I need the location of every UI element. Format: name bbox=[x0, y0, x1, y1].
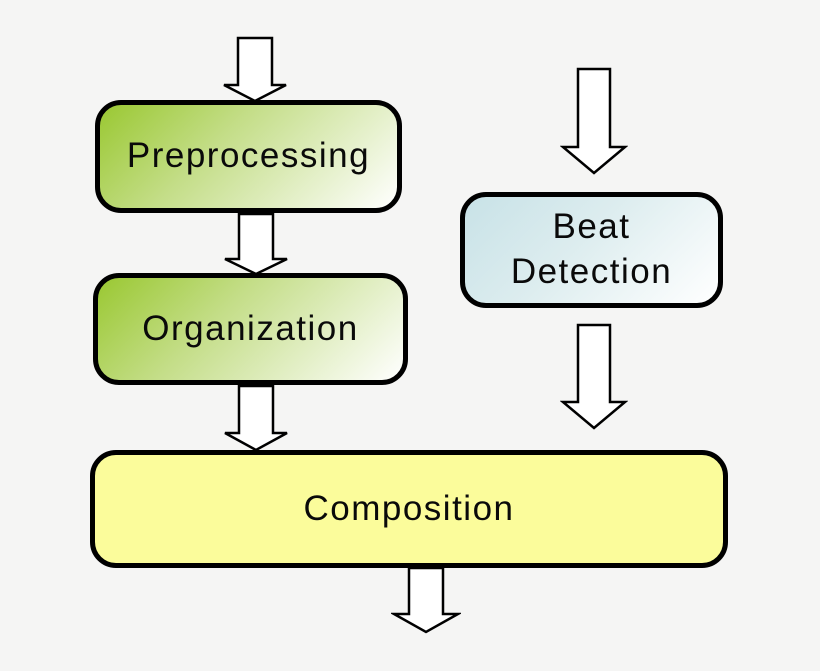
node-composition-label: Composition bbox=[303, 488, 515, 528]
down-arrow-icon bbox=[560, 67, 628, 175]
beat-detection-line1: Beat bbox=[552, 207, 631, 247]
node-preprocessing-label: Preprocessing bbox=[126, 136, 371, 176]
node-beat-detection-label: Beat Detection bbox=[511, 205, 672, 295]
node-composition: Composition bbox=[90, 450, 728, 568]
down-arrow-icon bbox=[391, 566, 461, 634]
node-organization: Organization bbox=[93, 273, 408, 385]
down-arrow-icon bbox=[560, 323, 628, 430]
down-arrow-icon bbox=[224, 212, 288, 276]
node-organization-label: Organization bbox=[142, 308, 359, 348]
beat-detection-line2: Detection bbox=[510, 252, 673, 291]
node-beat-detection: Beat Detection bbox=[460, 192, 723, 308]
down-arrow-icon bbox=[223, 36, 287, 103]
down-arrow-icon bbox=[224, 384, 288, 452]
node-preprocessing: Preprocessing bbox=[95, 100, 402, 213]
